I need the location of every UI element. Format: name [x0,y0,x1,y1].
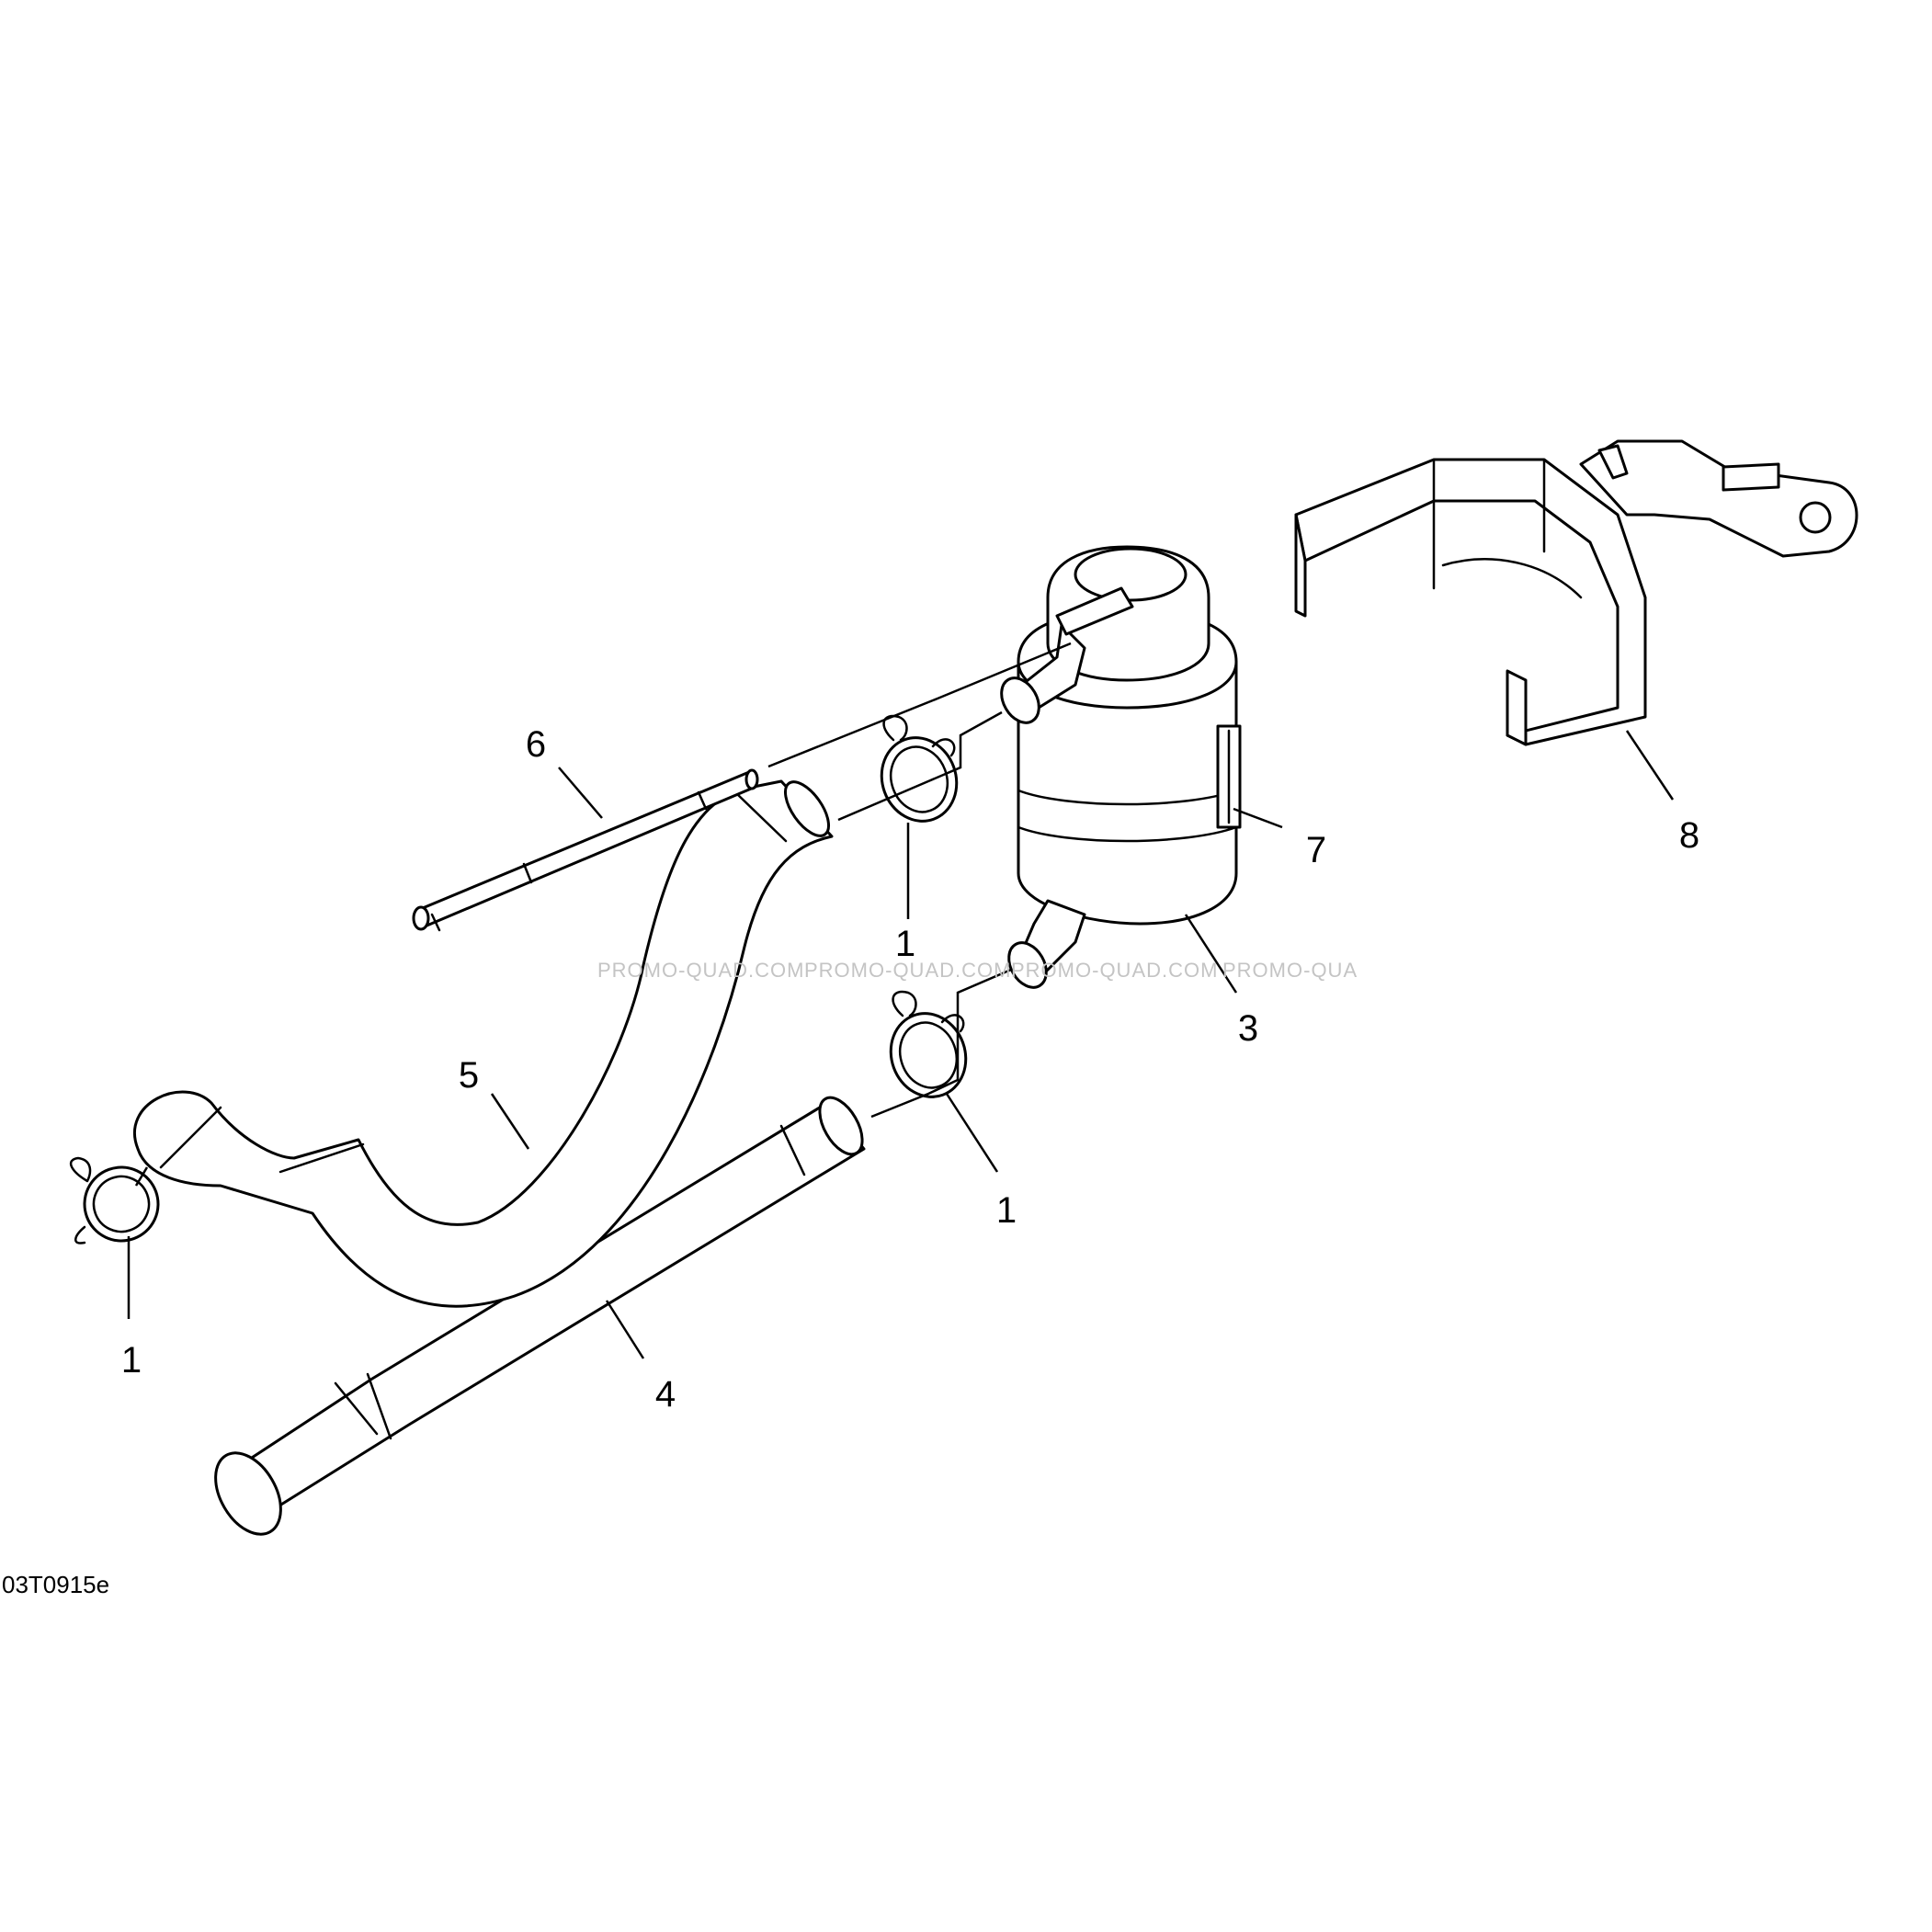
callout-6: 6 [526,724,546,765]
callout-1: 1 [121,1340,142,1381]
clamp-part-1-c [69,1156,160,1244]
bracket-part-8 [1294,439,1858,746]
leader-lines [127,730,1675,1359]
clamp-part-1-a [880,714,959,823]
callout-4: 4 [655,1374,676,1415]
callout-5: 5 [459,1055,479,1096]
watermark-text: PROMO-QUAD.COM [804,959,1011,982]
strap-part-7 [1216,724,1242,829]
callout-7: 7 [1306,830,1326,870]
watermark-text: PROMO-QUAD.COM [597,959,804,982]
callout-8: 8 [1679,815,1699,856]
callout-1: 1 [996,1190,1017,1231]
clamp-part-1-b [889,990,968,1098]
watermarks: PROMO-QUAD.COM PROMO-QUAD.COM PROMO-QUAD… [597,959,1358,982]
hose-part-4 [214,1096,866,1536]
assembly-lines [134,642,1072,1187]
watermark-text: PROMO-QUAD.COM [1011,959,1218,982]
callout-3: 3 [1238,1008,1258,1049]
watermark-text: PROMO-QUA [1222,959,1358,982]
callout-1: 1 [895,924,915,964]
tube-part-6 [412,768,759,932]
canister-part-3 [1000,545,1238,989]
drawing-code: 03T0915e [2,1571,109,1598]
